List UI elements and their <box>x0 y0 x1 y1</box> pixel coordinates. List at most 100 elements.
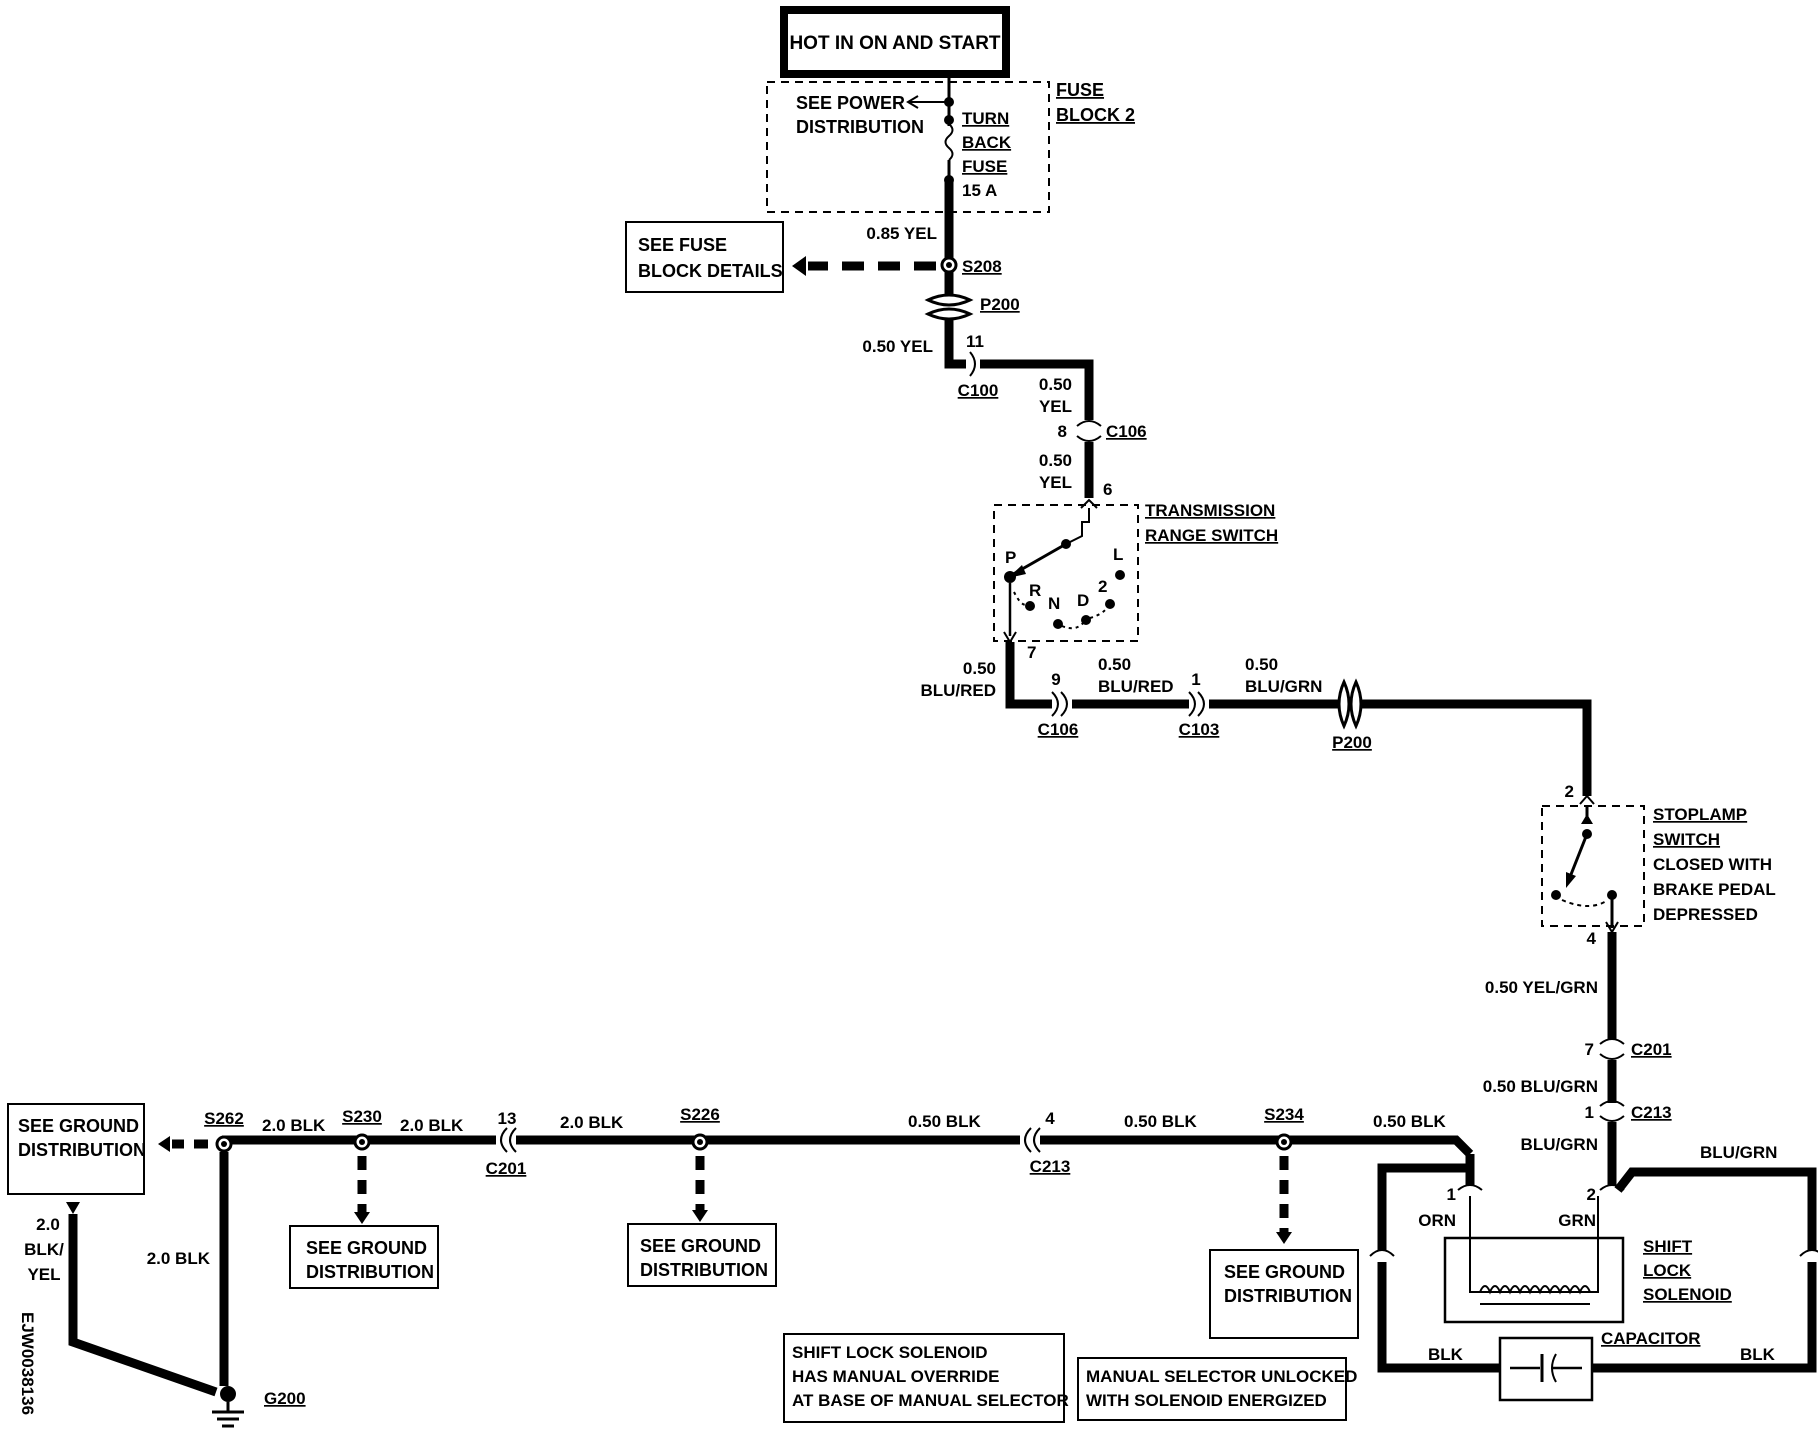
wire-blk050-c: 0.50 BLK <box>1373 1112 1446 1131</box>
c213-l-label: C213 <box>1030 1157 1071 1176</box>
sls-desc-1: CLOSED WITH <box>1653 855 1772 874</box>
ground-box-s234: SEE GROUND DISTRIBUTION <box>1209 1249 1359 1339</box>
sol-pin2: 2 <box>1587 1185 1596 1204</box>
trs-pin-in: 6 <box>1103 480 1112 499</box>
c100-pin: 11 <box>966 332 984 351</box>
diagram-id: EJW0038136 <box>18 1312 37 1415</box>
splice-s262: S262 2.0 BLK <box>147 1109 244 1386</box>
shift-lock-solenoid: 2 1 BLU/GRN GRN ORN SHIFT LOCK SOLENOID … <box>1369 1143 1818 1402</box>
c213-l-pin: 4 <box>1045 1109 1055 1128</box>
wire-050-c1: 0.50 <box>1039 451 1072 470</box>
trs-d: D <box>1077 591 1089 610</box>
wire-050-yel-a: 0.50 YEL <box>862 337 933 356</box>
sls-title-1: STOPLAMP <box>1653 805 1747 824</box>
g200-label: G200 <box>264 1389 306 1408</box>
fuse-rating: 15 A <box>962 181 997 200</box>
wire-orn: ORN <box>1418 1211 1456 1230</box>
connector-c201-left <box>509 1127 517 1153</box>
c106-bot-pin: 9 <box>1051 670 1060 689</box>
unlock-2: WITH SOLENOID ENERGIZED <box>1086 1391 1327 1410</box>
override-2: HAS MANUAL OVERRIDE <box>792 1367 999 1386</box>
sol-title-1: SHIFT <box>1643 1237 1693 1256</box>
capacitor-label: CAPACITOR <box>1601 1329 1701 1348</box>
trs-r: R <box>1029 581 1041 600</box>
sol-title-2: LOCK <box>1643 1261 1692 1280</box>
note-selector-unlocked: MANUAL SELECTOR UNLOCKED WITH SOLENOID E… <box>1077 1357 1357 1421</box>
wire-blk20-d: 2.0 BLK <box>147 1249 211 1268</box>
fuse-name-3: FUSE <box>962 157 1007 176</box>
pass-through-p200-bottom: P200 <box>1332 678 1372 752</box>
coil-icon <box>1479 1285 1591 1295</box>
connector-c201-right <box>1599 1038 1625 1045</box>
note-manual-override: SHIFT LOCK SOLENOID HAS MANUAL OVERRIDE … <box>783 1333 1069 1423</box>
trs-l: L <box>1113 545 1123 564</box>
splice-s234: S234 <box>1264 1105 1304 1244</box>
wire-yelgrn: 0.50 YEL/GRN <box>1485 978 1598 997</box>
ground-box-s230: SEE GROUND DISTRIBUTION <box>289 1225 439 1289</box>
wire-blk-r: BLK <box>1740 1345 1776 1364</box>
see-power-distribution-2: DISTRIBUTION <box>796 117 924 137</box>
wire-blk20-b: 2.0 BLK <box>400 1116 464 1135</box>
wire-blured-b1: 0.50 <box>1098 655 1131 674</box>
fuse-details-1: SEE FUSE <box>638 235 727 255</box>
p200-bot-label: P200 <box>1332 733 1372 752</box>
c106-top-pin: 8 <box>1058 422 1067 441</box>
sls-desc-3: DEPRESSED <box>1653 905 1758 924</box>
g234-line-2: DISTRIBUTION <box>1224 1286 1352 1306</box>
s208-label: S208 <box>962 257 1002 276</box>
sol-pin1: 1 <box>1447 1185 1456 1204</box>
wire-blk-l: BLK <box>1428 1345 1464 1364</box>
wire-blured-b2: BLU/RED <box>1098 677 1174 696</box>
arrow-down-icon <box>1276 1232 1292 1244</box>
trs-title-2: RANGE SWITCH <box>1145 526 1278 545</box>
fuse-details-2: BLOCK DETAILS <box>638 261 783 281</box>
connector-c106-top <box>1076 420 1102 427</box>
transmission-range-switch: 6 TRANSMISSION RANGE SWITCH P R N D 2 L … <box>993 480 1278 662</box>
connector-c106-bottom <box>1051 691 1059 717</box>
connector-c213-right <box>1599 1100 1625 1107</box>
fuse-block-details-box: SEE FUSE BLOCK DETAILS <box>625 221 784 293</box>
ground-box-left: SEE GROUND DISTRIBUTION 2.0 BLK/ YEL <box>7 1103 218 1397</box>
s262-label: S262 <box>204 1109 244 1128</box>
wire-grn: GRN <box>1558 1211 1596 1230</box>
g230-line-2: DISTRIBUTION <box>306 1262 434 1282</box>
sol-title-3: SOLENOID <box>1643 1285 1732 1304</box>
connector-c100 <box>969 351 976 377</box>
wire-blugrn-c: BLU/GRN <box>1521 1135 1598 1154</box>
c201-l-pin: 13 <box>498 1109 517 1128</box>
splice-s226: S226 <box>680 1105 720 1222</box>
c213-r-pin: 1 <box>1585 1103 1594 1122</box>
wire-yel-b2: YEL <box>1039 397 1072 416</box>
trs-title-1: TRANSMISSION <box>1145 501 1275 520</box>
wire-blk050-a: 0.50 BLK <box>908 1112 981 1131</box>
power-label: HOT IN ON AND START <box>789 33 1000 54</box>
p200-top-label: P200 <box>980 295 1020 314</box>
s234-label: S234 <box>1264 1105 1304 1124</box>
ground-g200: G200 <box>212 1386 306 1428</box>
sls-pin-out: 4 <box>1587 929 1597 948</box>
wire-blugrn-a2: BLU/GRN <box>1245 677 1322 696</box>
fuse-name-1: TURN <box>962 109 1009 128</box>
wire-blkyel-3: YEL <box>27 1265 60 1284</box>
override-1: SHIFT LOCK SOLENOID <box>792 1343 988 1362</box>
s226-label: S226 <box>680 1105 720 1124</box>
ground-box-s226: SEE GROUND DISTRIBUTION <box>627 1223 777 1287</box>
fuse-block-2: FUSE BLOCK 2 SEE POWER DISTRIBUTION TURN… <box>766 78 1135 213</box>
c103-pin: 1 <box>1191 670 1200 689</box>
wire-blured-a2: BLU/RED <box>920 681 996 700</box>
c201-r-pin: 7 <box>1585 1040 1594 1059</box>
c201-l-label: C201 <box>486 1159 527 1178</box>
wire-blugrn-a1: 0.50 <box>1245 655 1278 674</box>
g234-line-1: SEE GROUND <box>1224 1262 1345 1282</box>
c103-label: C103 <box>1179 720 1220 739</box>
sls-desc-2: BRAKE PEDAL <box>1653 880 1776 899</box>
trs-p: P <box>1005 548 1016 567</box>
arrow-left-icon <box>792 256 806 276</box>
trs-2: 2 <box>1098 577 1107 596</box>
sls-pin-in: 2 <box>1565 782 1574 801</box>
wire-blured-a1: 0.50 <box>963 659 996 678</box>
connector-c103 <box>1188 691 1196 717</box>
stoplamp-switch: 2 4 STOPLAMP SWITCH CLOSED WITH BRAKE PE… <box>1541 782 1776 948</box>
fuse-block-title-2: BLOCK 2 <box>1056 105 1135 125</box>
